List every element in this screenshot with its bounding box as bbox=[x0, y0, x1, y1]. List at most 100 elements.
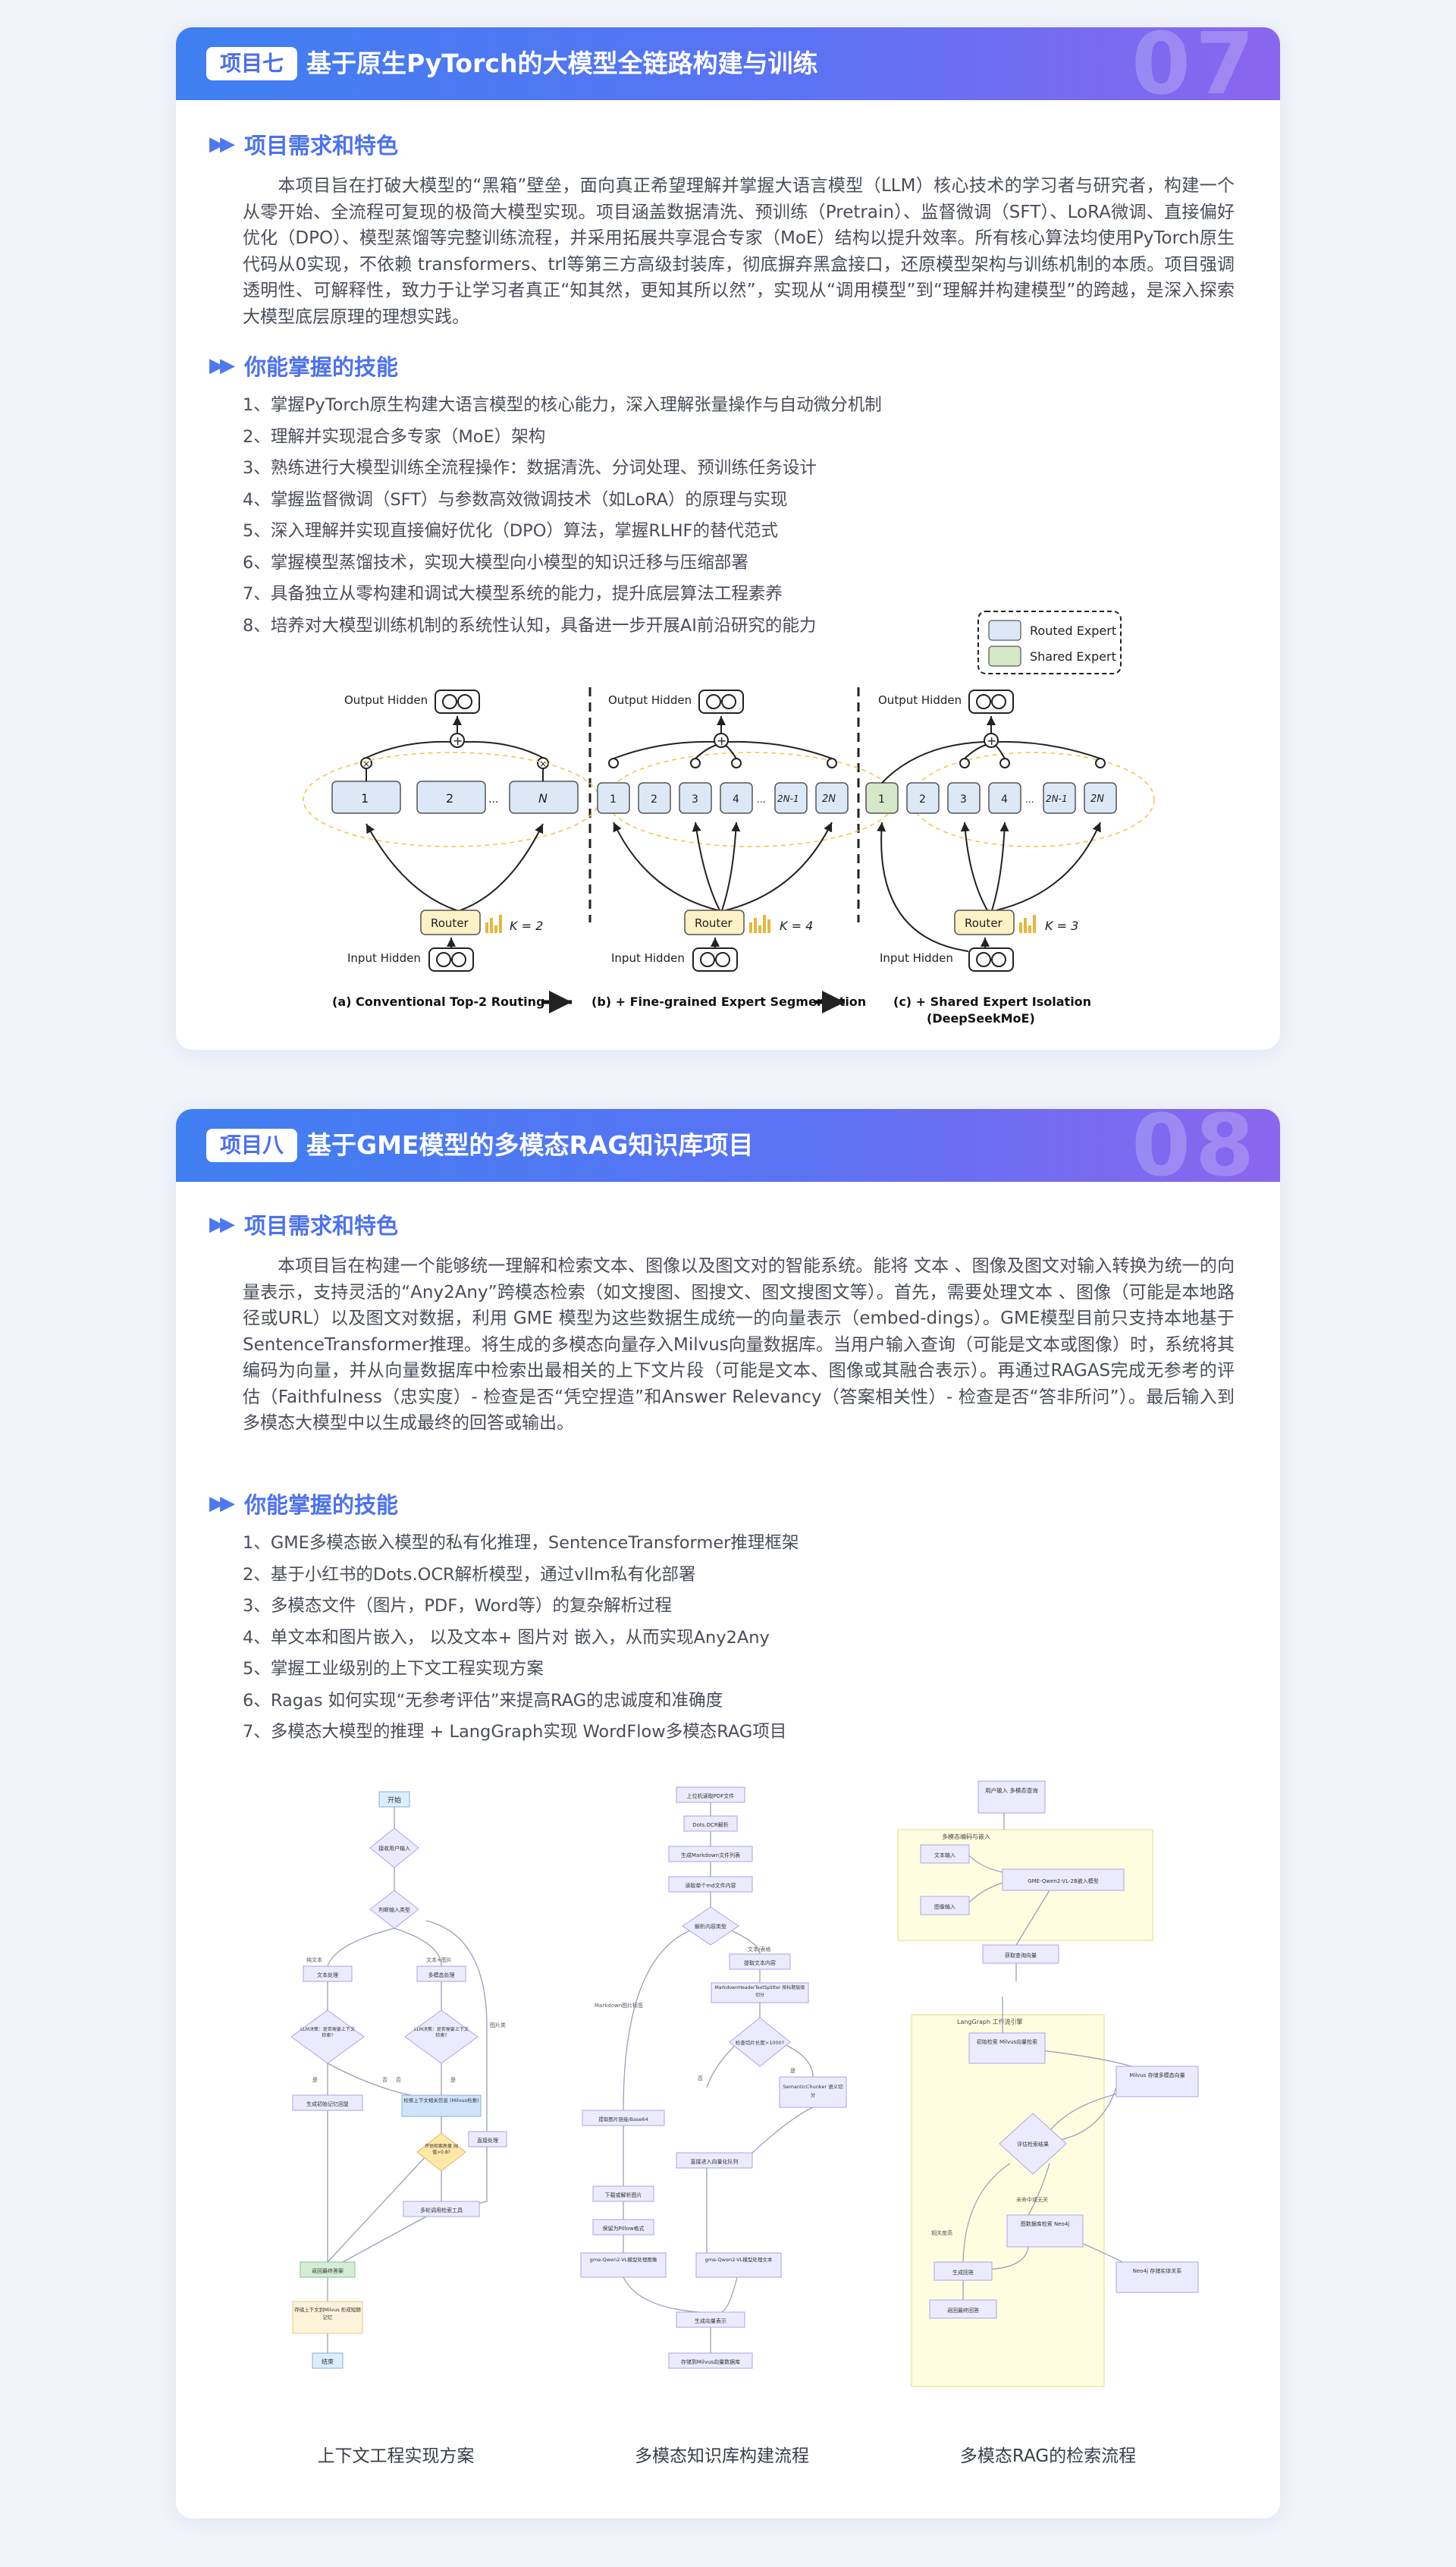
flow2-edge-label: Markdown图片标签 bbox=[595, 2002, 643, 2009]
project7-description: 本项目旨在打破大模型的“黑箱”壁垒，面向真正希望理解并掌握大语言模型（LLM）核… bbox=[243, 173, 1235, 330]
flow1-edge-label: 否 bbox=[396, 2077, 401, 2083]
description-text: 本项目旨在构建一个能够统一理解和检索文本、图像以及图文对的智能系统。能将 文本 … bbox=[243, 1256, 1235, 1433]
section-title: 项目需求和特色 bbox=[244, 1213, 399, 1239]
expert-label: 2 bbox=[651, 793, 657, 806]
project7-title: 基于原生PyTorch的大模型全链路构建与训练 bbox=[306, 49, 818, 78]
skill-item: 2、基于小红书的Dots.OCR解析模型，通过vllm私有化部署 bbox=[243, 1564, 696, 1585]
flow1-node: 多模态处理 bbox=[428, 1972, 455, 1978]
panel-a: Output Hidden + × × 1 2 ... N Router K = bbox=[303, 690, 600, 1009]
expert-label: 2N bbox=[822, 793, 836, 805]
expert-label: 1 bbox=[361, 791, 369, 806]
double-arrow-icon: ▶▶ bbox=[209, 133, 235, 156]
flow3-node: 图数据库检索 Neo4j bbox=[1020, 2221, 1070, 2227]
output-hidden-label: Output Hidden bbox=[608, 693, 692, 707]
flow3-node: 生成回答 bbox=[952, 2269, 974, 2276]
project8-description: 本项目旨在构建一个能够统一理解和检索文本、图像以及图文对的智能系统。能将 文本 … bbox=[243, 1253, 1235, 1437]
legend-shared-label: Shared Expert bbox=[1030, 649, 1116, 664]
expert-label: 2N bbox=[1090, 793, 1104, 805]
expert-label: ... bbox=[488, 793, 498, 806]
flow1-edge-label: 是 bbox=[450, 2077, 456, 2083]
flow3-node: 评估检索结果 bbox=[1017, 2141, 1049, 2148]
caption-a: (a) Conventional Top-2 Routing bbox=[332, 994, 544, 1009]
flow2-node: 存储到Milvus向量数据库 bbox=[681, 2358, 740, 2365]
flow3-node: Milvus 存储多模态向量 bbox=[1129, 2072, 1185, 2078]
project8-card: 项目八 基于GME模型的多模态RAG知识库项目 08 ▶▶ 项目需求和特色 本项… bbox=[176, 1109, 1280, 2518]
context-engineering-flowchart: 开始 接收用户输入 判断输入类型 纯文本 文本+图片 图片类 文本处理 多模态处… bbox=[290, 1791, 507, 2369]
flow1-node: LLM决策：是否需要上下文检索? bbox=[414, 2027, 469, 2038]
legend-shared-swatch bbox=[988, 646, 1021, 667]
router-label: Router bbox=[431, 916, 469, 930]
flow2-node: SemanticChunker 语义切分 bbox=[783, 2084, 843, 2098]
double-arrow-icon: ▶▶ bbox=[209, 354, 235, 377]
k-label: K = 4 bbox=[780, 919, 813, 933]
flow2-node: 生成Markdown文件列表 bbox=[681, 1852, 740, 1858]
k-label: K = 3 bbox=[1045, 919, 1078, 933]
double-arrow-icon: ▶▶ bbox=[209, 1492, 235, 1515]
expert-label: 3 bbox=[692, 793, 698, 806]
caption-c: (c) + Shared Expert Isolation bbox=[893, 994, 1091, 1009]
flow3-node: 初始检索 Milvus向量检索 bbox=[976, 2039, 1038, 2045]
project8-section-features: ▶▶ 项目需求和特色 bbox=[209, 1209, 398, 1240]
panel-c: Output Hidden + 1 2 3 4 ... 2N-1 2N bbox=[865, 690, 1155, 1026]
svg-text:+: + bbox=[453, 734, 463, 748]
input-hidden-label: Input Hidden bbox=[347, 951, 421, 965]
skill-item: 1、掌握PyTorch原生构建大语言模型的核心能力，深入理解张量操作与自动微分机… bbox=[243, 395, 882, 415]
flow1-node: 返回最终答案 bbox=[312, 2267, 344, 2274]
svg-text:+: + bbox=[717, 734, 726, 748]
flow3-node: GME-Qwen2-VL-2B嵌入模型 bbox=[1028, 1877, 1099, 1884]
flow1-node: 多轮调用检索工具 bbox=[420, 2207, 463, 2214]
flow2-edge-label: 是 bbox=[790, 2068, 795, 2074]
legend: Routed Expert Shared Expert bbox=[977, 611, 1122, 674]
caption-b: (b) + Fine-grained Expert Segmentation bbox=[592, 994, 866, 1009]
skill-item: 5、掌握工业级别的上下文工程实现方案 bbox=[243, 1659, 544, 1679]
flow2-node: 解析内容类型 bbox=[695, 1923, 726, 1930]
expert-label: ... bbox=[757, 794, 765, 805]
skill-item: 4、掌握监督微调（SFT）与参数高效微调技术（如LoRA）的原理与实现 bbox=[243, 489, 788, 510]
project8-title: 基于GME模型的多模态RAG知识库项目 bbox=[306, 1130, 754, 1160]
flow1-edge-label: 图片类 bbox=[490, 2022, 506, 2028]
expert-label: 4 bbox=[733, 793, 739, 806]
project7-skill-list: 1、掌握PyTorch原生构建大语言模型的核心能力，深入理解张量操作与自动微分机… bbox=[243, 390, 882, 642]
project7-number: 07 bbox=[1131, 27, 1259, 114]
project7-badge: 项目七 bbox=[206, 47, 298, 80]
skill-item: 2、理解并实现混合多专家（MoE）架构 bbox=[243, 426, 546, 447]
flow3-group-label: 多模态编码与嵌入 bbox=[942, 1833, 990, 1840]
expert-label: 3 bbox=[960, 793, 967, 806]
legend-routed-label: Routed Expert bbox=[1030, 624, 1116, 638]
flow3-edge-label: 相关度高 bbox=[931, 2229, 952, 2236]
flow3-node: 返回最终回答 bbox=[947, 2307, 979, 2314]
flow3-node: 用户输入 多模态查询 bbox=[985, 1787, 1038, 1794]
k-label: K = 2 bbox=[510, 919, 543, 933]
flow1-node: LLM决策：是否需要上下文检索? bbox=[300, 2027, 355, 2038]
flow3-node: 文本输入 bbox=[934, 1852, 956, 1858]
flow2-node: 提取图片链接/Base64 bbox=[598, 2116, 648, 2122]
flow1-node: 存储上下文到Milvus 形成短期记忆 bbox=[294, 2307, 361, 2320]
project7-section-skills: ▶▶ 你能掌握的技能 bbox=[209, 350, 398, 381]
project8-header: 项目八 基于GME模型的多模态RAG知识库项目 08 bbox=[176, 1109, 1280, 1189]
expert-label: 4 bbox=[1001, 793, 1008, 806]
output-hidden-label: Output Hidden bbox=[344, 693, 428, 707]
section-title: 你能掌握的技能 bbox=[244, 1492, 399, 1518]
flow1-node: 评估检索质量 阈值>0.8? bbox=[425, 2144, 458, 2155]
skill-item: 7、多模态大模型的推理 + LangGraph实现 WordFlow多模态RAG… bbox=[243, 1722, 787, 1742]
flow1-start: 开始 bbox=[388, 1796, 401, 1805]
flow1-node: 检索上下文相关信息 (Milvus检索) bbox=[403, 2097, 479, 2104]
output-hidden-label: Output Hidden bbox=[878, 693, 962, 707]
double-arrow-icon: ▶▶ bbox=[209, 1213, 235, 1236]
project8-number: 08 bbox=[1131, 1109, 1259, 1196]
skill-item: 1、GME多模态嵌入模型的私有化推理，SentenceTransformer推理… bbox=[243, 1533, 799, 1553]
expert-label: 2N-1 bbox=[777, 793, 799, 804]
svg-text:+: + bbox=[987, 734, 996, 748]
input-hidden-label: Input Hidden bbox=[611, 951, 685, 965]
legend-routed-swatch bbox=[988, 620, 1021, 641]
skill-item: 3、多模态文件（图片，PDF，Word等）的复杂解析过程 bbox=[243, 1596, 672, 1616]
flow2-node: 生成向量表示 bbox=[695, 2317, 726, 2324]
moe-architecture-diagram: Routed Expert Shared Expert Output Hidde… bbox=[303, 611, 1155, 1026]
skill-item: 7、具备独立从零构建和调试大模型系统的能力，提升底层算法工程素养 bbox=[243, 584, 783, 604]
flow2-node: 检查切片长度>1000? bbox=[736, 2039, 784, 2046]
flow2-node: 直接进入向量化队列 bbox=[691, 2158, 739, 2165]
expert-label: 1 bbox=[878, 793, 885, 806]
flow2-edge-label: 否 bbox=[698, 2075, 703, 2082]
caption-c-sub: (DeepSeekMoE) bbox=[927, 1011, 1035, 1026]
skill-item: 6、掌握模型蒸馏技术，实现大模型向小模型的知识迁移与压缩部署 bbox=[243, 552, 748, 573]
